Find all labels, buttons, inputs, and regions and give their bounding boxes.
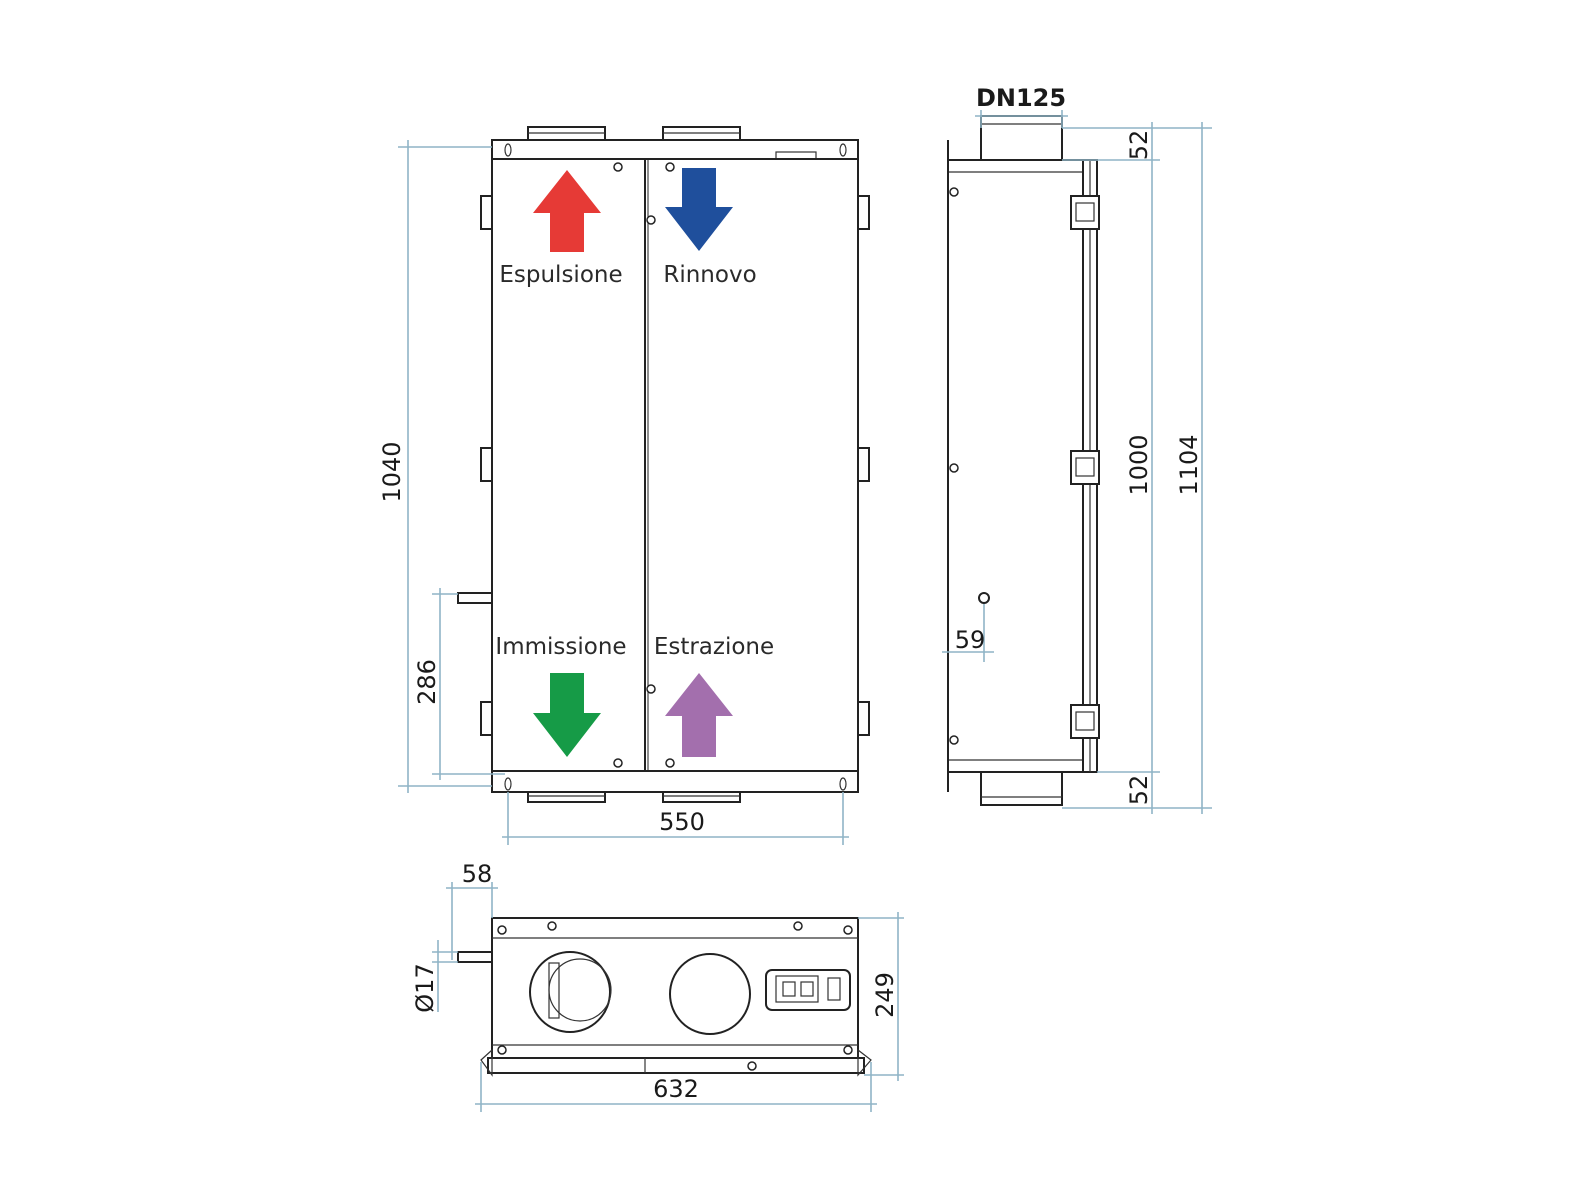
dim-side-duct: DN125 <box>975 84 1068 128</box>
estrazione-arrow-icon <box>665 673 733 757</box>
side-drain-value: 59 <box>955 626 986 654</box>
front-bottom-rail <box>491 769 859 793</box>
side-brackets <box>1070 195 1100 739</box>
side-screws <box>949 187 959 745</box>
estrazione-label: Estrazione <box>654 634 774 660</box>
front-view: Espulsione Rinnovo Immissione Estrazione… <box>378 126 870 845</box>
immissione-label: Immissione <box>495 634 626 660</box>
dim-front-height: 1040 <box>378 140 492 793</box>
front-screws <box>613 162 675 768</box>
dim-side-right: 52 1000 52 1104 <box>1062 122 1212 814</box>
front-hinges <box>480 195 870 736</box>
bottom-drain-value: Ø17 <box>411 963 439 1012</box>
bottom-drain-stub <box>457 951 493 963</box>
dim-condensate-height: 286 <box>413 588 505 780</box>
dim-bottom-depth: 249 <box>858 912 904 1081</box>
side-bottom-offset-value: 52 <box>1125 775 1153 806</box>
dim-bottom-drain: Ø17 <box>411 940 458 1013</box>
dim-bottom-stub: 58 <box>446 860 498 960</box>
front-top-rail <box>491 139 859 161</box>
side-drain-port <box>978 592 990 604</box>
rinnovo-label: Rinnovo <box>663 262 756 288</box>
bottom-duct-port-left <box>529 951 612 1033</box>
dim-bottom-width: 632 <box>475 1062 877 1112</box>
side-inner-height-value: 1000 <box>1125 434 1153 495</box>
side-top-collar <box>980 115 1063 162</box>
side-top-offset-value: 52 <box>1125 130 1153 161</box>
bottom-stub-value: 58 <box>462 860 493 888</box>
rinnovo-arrow-icon <box>665 168 733 251</box>
front-condensate-stub <box>457 592 493 604</box>
front-width-value: 550 <box>659 808 705 836</box>
side-view: DN125 59 52 1000 52 1104 <box>942 84 1212 814</box>
immissione-arrow-icon <box>533 673 601 757</box>
bottom-view: 58 Ø17 249 632 <box>411 860 904 1112</box>
side-total-height-value: 1104 <box>1175 434 1203 495</box>
dim-front-width: 550 <box>502 792 849 845</box>
bottom-depth-value: 249 <box>871 972 899 1018</box>
side-bottom-collar <box>980 769 1063 806</box>
side-duct-value: DN125 <box>976 84 1066 112</box>
espulsione-label: Espulsione <box>499 262 622 288</box>
espulsione-arrow-icon <box>533 170 601 252</box>
side-casing <box>947 159 1084 773</box>
front-casing <box>491 158 859 772</box>
bottom-front-rail <box>487 1057 865 1074</box>
front-height-value: 1040 <box>378 441 406 502</box>
control-panel <box>765 969 851 1011</box>
dim-side-drain: 59 <box>942 604 994 662</box>
bottom-width-value: 632 <box>653 1075 699 1103</box>
bottom-screws <box>497 921 853 1055</box>
condensate-height-value: 286 <box>413 659 441 705</box>
bottom-duct-port-right <box>669 953 751 1035</box>
